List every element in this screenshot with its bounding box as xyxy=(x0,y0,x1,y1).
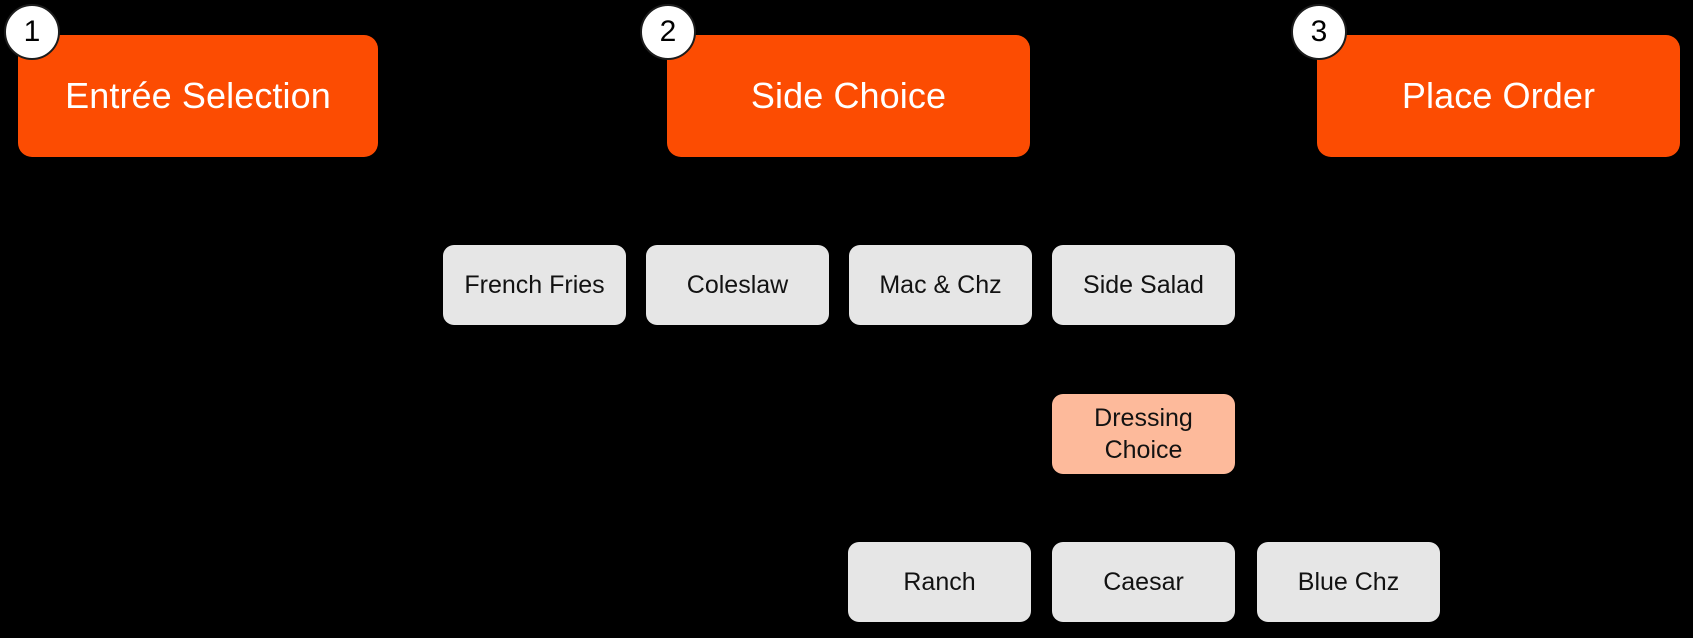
side-option-chip[interactable]: Side Salad xyxy=(1052,245,1235,325)
dressing-option-label: Blue Chz xyxy=(1297,568,1400,596)
dressing-option-chip[interactable]: Ranch xyxy=(848,542,1031,622)
side-option-chip[interactable]: Coleslaw xyxy=(646,245,829,325)
stage-card-2[interactable]: Side Choice xyxy=(667,35,1030,157)
side-option-label: Coleslaw xyxy=(686,271,789,299)
step-badge-2: 2 xyxy=(640,4,696,60)
dressing-option-label: Ranch xyxy=(903,568,976,596)
dressing-option-chip[interactable]: Caesar xyxy=(1052,542,1235,622)
stage-card-label: Place Order xyxy=(1401,75,1596,117)
step-badge-1: 1 xyxy=(4,4,60,60)
step-badge-3: 3 xyxy=(1291,4,1347,60)
dressing-option-label: Caesar xyxy=(1103,568,1184,596)
dressing-choice-label: Dressing Choice xyxy=(1094,404,1193,464)
side-option-chip[interactable]: Mac & Chz xyxy=(849,245,1032,325)
dressing-option-chip[interactable]: Blue Chz xyxy=(1257,542,1440,622)
step-badge-number: 3 xyxy=(1310,15,1328,48)
stage-card-3[interactable]: Place Order xyxy=(1317,35,1680,157)
step-badge-number: 2 xyxy=(659,15,677,48)
stage-card-1[interactable]: Entrée Selection xyxy=(18,35,378,157)
side-option-label: French Fries xyxy=(464,271,605,299)
step-badge-number: 1 xyxy=(23,15,41,48)
side-option-label: Mac & Chz xyxy=(879,271,1002,299)
side-option-chip[interactable]: French Fries xyxy=(443,245,626,325)
stage-card-label: Entrée Selection xyxy=(65,75,331,117)
dressing-choice-node[interactable]: Dressing Choice xyxy=(1052,394,1235,474)
stage-card-label: Side Choice xyxy=(750,75,947,117)
side-option-label: Side Salad xyxy=(1083,271,1204,299)
